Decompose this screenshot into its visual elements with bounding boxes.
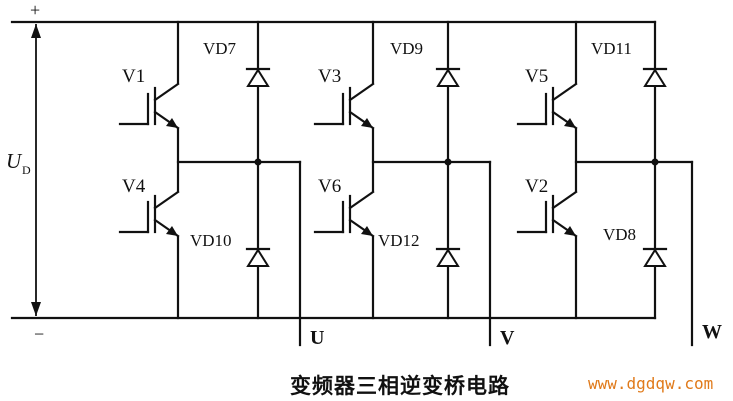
diode-vd12-label: VD12 (378, 231, 420, 250)
diode-vd11-label: VD11 (591, 39, 632, 58)
transistor-v1-symbol (118, 82, 182, 130)
transistor-v2-symbol (516, 190, 580, 238)
negative-sign: − (34, 324, 44, 344)
transistor-v1-label: V1 (122, 66, 145, 87)
diode-vd9-symbol (435, 67, 461, 87)
transistor-v6-symbol (313, 190, 377, 238)
phase-leg-u (176, 20, 302, 347)
diode-vd8-label: VD8 (603, 225, 636, 244)
transistor-v3-label: V3 (318, 66, 341, 87)
transistor-v3-symbol (313, 82, 377, 130)
transistor-v6-label: V6 (318, 176, 341, 197)
transistor-v5-label: V5 (525, 66, 548, 87)
output-terminal-u: U (310, 327, 324, 349)
supply-voltage-label: U (6, 149, 23, 173)
diode-vd10-symbol (245, 247, 271, 267)
transistor-v2-label: V2 (525, 176, 548, 197)
diode-vd10-label: VD10 (190, 231, 232, 250)
output-terminal-v: V (500, 327, 515, 349)
diode-vd7-symbol (245, 67, 271, 87)
supply-voltage-subscript: D (22, 163, 31, 177)
diode-vd12-symbol (435, 247, 461, 267)
transistor-v5-symbol (516, 82, 580, 130)
transistor-v4-symbol (118, 190, 182, 238)
output-terminal-w: W (702, 321, 722, 343)
phase-leg-w (574, 20, 694, 347)
diagram-caption: 变频器三相逆变桥电路 (290, 374, 510, 398)
phase-leg-v (371, 20, 492, 347)
positive-sign: + (30, 0, 40, 20)
transistor-v4-label: V4 (122, 176, 146, 197)
diode-vd8-symbol (642, 247, 668, 267)
diode-vd11-symbol (642, 67, 668, 87)
diode-vd7-label: VD7 (203, 39, 237, 58)
diode-vd9-label: VD9 (390, 39, 423, 58)
supply-voltage-arrow (31, 24, 41, 316)
site-watermark: www.dgdqw.com (588, 374, 714, 393)
